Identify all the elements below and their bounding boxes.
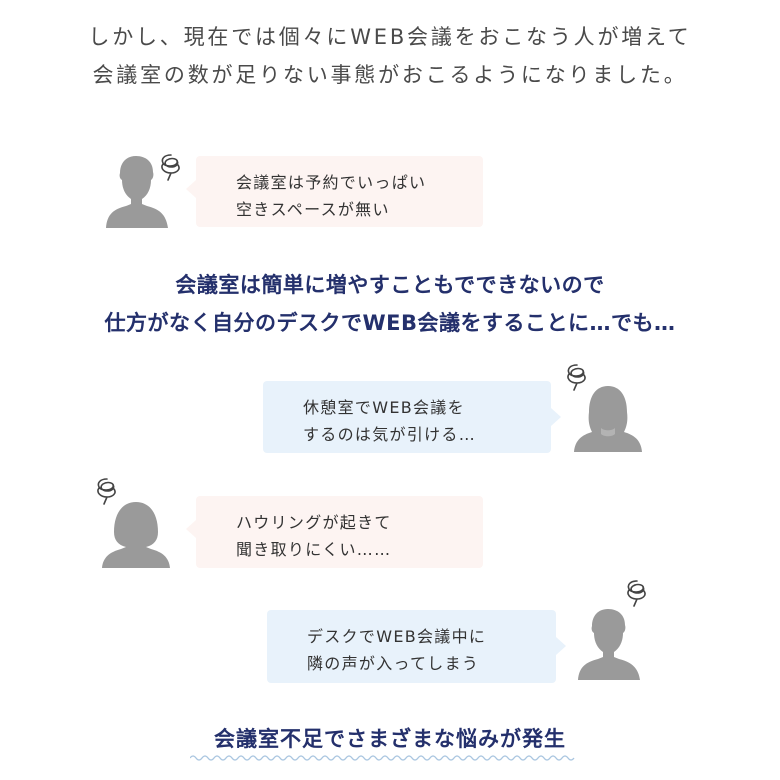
intro-line-1: しかし、現在では個々にWEB会議をおこなう人が増えて xyxy=(88,25,692,49)
bubble-2-line-2: するのは気が引ける… xyxy=(303,425,477,444)
speech-bubble-howling: ハウリングが起きて 聞き取りにくい…… xyxy=(186,496,483,568)
person-man-1 xyxy=(98,152,188,230)
man-silhouette-icon xyxy=(106,156,168,228)
intro-text: しかし、現在では個々にWEB会議をおこなう人が増えて 会議室の数が足りない事態が… xyxy=(0,18,780,94)
man-silhouette-icon xyxy=(578,609,640,680)
conclusion-heading: 会議室不足でさまざまな悩みが発生 xyxy=(0,724,780,754)
speech-bubble-desk: デスクでWEB会議中に 隣の声が入ってしまう xyxy=(267,610,566,683)
worry-scribble-icon xyxy=(97,478,116,505)
intro-line-2: 会議室の数が足りない事態がおこるようになりました。 xyxy=(92,63,688,87)
woman-silhouette-icon xyxy=(574,386,642,452)
bubble-1-line-2: 空きスペースが無い xyxy=(236,200,390,219)
bubble-4-line-1: デスクでWEB会議中に xyxy=(307,627,487,646)
bubble-4-line-2: 隣の声が入ってしまう xyxy=(307,654,480,673)
bubble-3-line-2: 聞き取りにくい…… xyxy=(236,540,392,559)
woman-silhouette-icon xyxy=(102,502,170,568)
wavy-underline xyxy=(190,755,575,761)
worry-scribble-icon xyxy=(627,580,646,607)
worry-scribble-icon xyxy=(161,154,180,181)
middle-line-2: 仕方がなく自分のデスクでWEB会議をすることに…でも… xyxy=(104,311,676,335)
bubble-1-line-1: 会議室は予約でいっぱい xyxy=(236,173,427,192)
middle-line-1: 会議室は簡単に増やすこともでできないので xyxy=(175,273,605,297)
bubble-3-line-1: ハウリングが起きて xyxy=(236,513,392,532)
speech-bubble-break-room: 休憩室でWEB会議を するのは気が引ける… xyxy=(263,381,561,453)
conclusion-text: 会議室不足でさまざまな悩みが発生 xyxy=(214,727,566,751)
bubble-2-line-1: 休憩室でWEB会議を xyxy=(303,398,465,417)
speech-bubble-reservation: 会議室は予約でいっぱい 空きスペースが無い xyxy=(186,156,483,227)
worry-scribble-icon xyxy=(567,364,586,391)
middle-heading: 会議室は簡単に増やすこともでできないので 仕方がなく自分のデスクでWEB会議をす… xyxy=(0,266,780,342)
